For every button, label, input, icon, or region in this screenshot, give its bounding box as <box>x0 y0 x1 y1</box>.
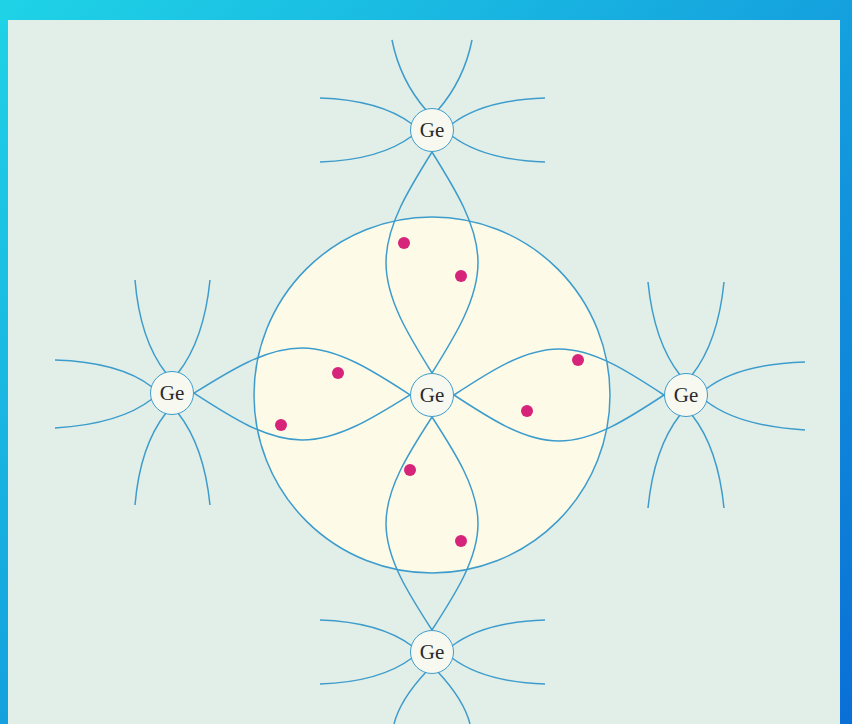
atom-label: Ge <box>420 642 445 663</box>
covalent-bond <box>386 417 478 630</box>
covalent-bond <box>194 348 410 440</box>
covalent-bond <box>454 349 664 441</box>
covalent-bond <box>386 152 478 373</box>
valence-sphere <box>254 217 610 573</box>
atom-label: Ge <box>420 120 445 141</box>
atom-label: Ge <box>160 383 185 404</box>
atom-circle: Ge <box>150 371 194 415</box>
electron-dots <box>275 237 584 547</box>
atom-label: Ge <box>420 385 445 406</box>
atom-label: Ge <box>674 385 699 406</box>
atom-circle: Ge <box>410 373 454 417</box>
atom-circle: Ge <box>410 108 454 152</box>
panel <box>8 20 840 724</box>
bond-arcs <box>55 40 805 724</box>
atom-circle: Ge <box>664 373 708 417</box>
atom-circle: Ge <box>410 630 454 674</box>
